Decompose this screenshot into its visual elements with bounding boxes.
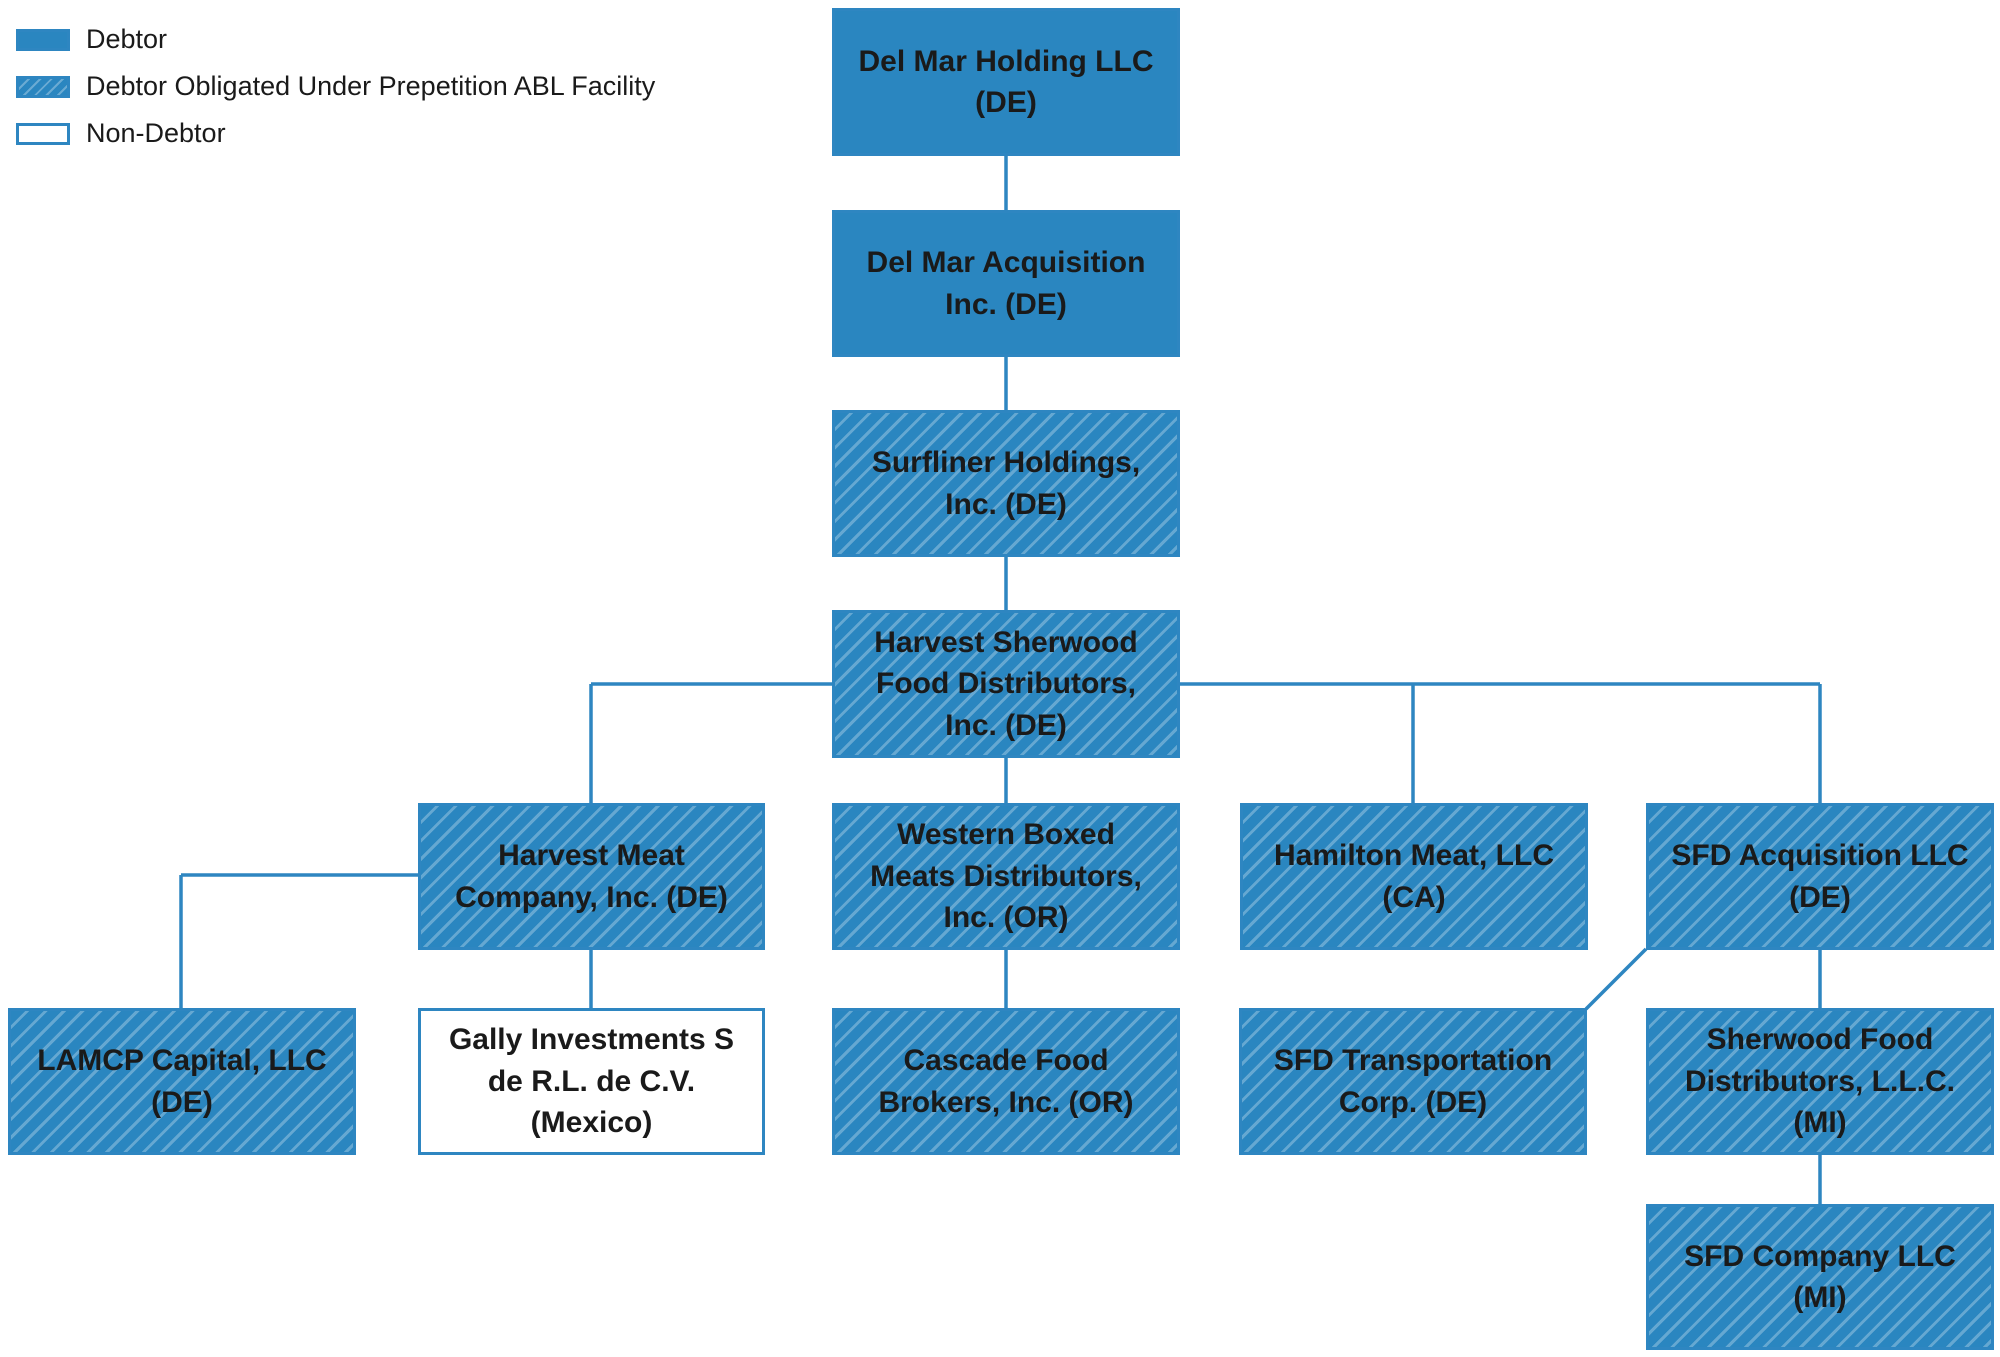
entity-gally-investments: Gally Investments S de R.L. de C.V. (Mex… (418, 1008, 765, 1155)
entity-cascade-food: Cascade Food Brokers, Inc. (OR) (832, 1008, 1180, 1155)
legend-swatch-debtor (16, 28, 70, 51)
entity-surfliner-holdings: Surfliner Holdings, Inc. (DE) (832, 410, 1180, 557)
entity-del-mar-acquisition: Del Mar Acquisition Inc. (DE) (832, 210, 1180, 357)
legend-swatch-non-debtor (16, 122, 70, 145)
legend-label-debtor: Debtor (86, 24, 168, 54)
entity-lamcp-capital: LAMCP Capital, LLC (DE) (8, 1008, 356, 1155)
entity-harvest-sherwood: Harvest Sherwood Food Distributors, Inc.… (832, 610, 1180, 758)
entity-sherwood-food: Sherwood Food Distributors, L.L.C. (MI) (1646, 1008, 1994, 1155)
legend-item-non-debtor: Non-Debtor (16, 110, 655, 157)
legend-label-non-debtor: Non-Debtor (86, 118, 226, 148)
entity-hamilton-meat: Hamilton Meat, LLC (CA) (1240, 803, 1588, 950)
legend-swatch-abl (16, 75, 70, 98)
legend-item-abl: Debtor Obligated Under Prepetition ABL F… (16, 63, 655, 110)
connector-to-sfd-transportation (1584, 947, 1648, 1011)
legend: Debtor Debtor Obligated Under Prepetitio… (16, 16, 655, 157)
entity-sfd-transportation: SFD Transportation Corp. (DE) (1239, 1008, 1587, 1155)
legend-label-abl: Debtor Obligated Under Prepetition ABL F… (86, 71, 656, 101)
entity-western-boxed: Western Boxed Meats Distributors, Inc. (… (832, 803, 1180, 950)
entity-sfd-company: SFD Company LLC (MI) (1646, 1204, 1994, 1350)
entity-sfd-acquisition: SFD Acquisition LLC (DE) (1646, 803, 1994, 950)
entity-del-mar-holding: Del Mar Holding LLC (DE) (832, 8, 1180, 156)
entity-harvest-meat: Harvest Meat Company, Inc. (DE) (418, 803, 765, 950)
legend-item-debtor: Debtor (16, 16, 655, 63)
